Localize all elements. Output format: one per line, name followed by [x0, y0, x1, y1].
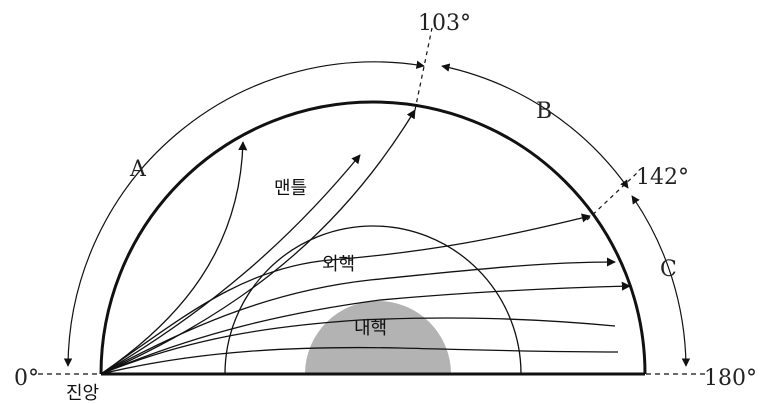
- label-zone-a: A: [129, 157, 147, 182]
- label-angle-180: 180°: [704, 366, 757, 391]
- marker-142-dashed: [586, 171, 639, 221]
- label-angle-0: 0°: [14, 366, 39, 391]
- label-zone-b: B: [536, 99, 552, 124]
- label-angle-142: 142°: [636, 165, 689, 190]
- marker-103-dashed: [414, 27, 433, 111]
- label-zone-c: C: [660, 257, 677, 282]
- label-outer-core: 외핵: [322, 254, 355, 275]
- label-angle-103: 103°: [418, 11, 471, 36]
- zone-a-arc: [63, 60, 425, 367]
- zone-b-arc: [441, 63, 629, 189]
- label-inner-core: 내핵: [354, 318, 387, 339]
- label-mantle: 맨틀: [274, 178, 307, 199]
- label-epicenter: 진앙: [66, 383, 99, 404]
- zone-c-arc: [631, 195, 691, 367]
